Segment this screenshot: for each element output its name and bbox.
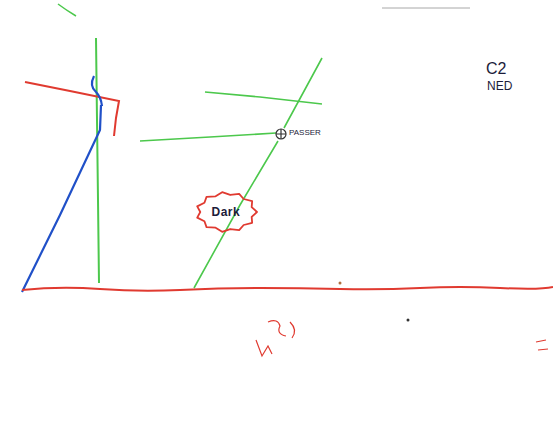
cloud-outline [197, 192, 257, 232]
dot [407, 319, 410, 322]
sketch-label: C2 [486, 60, 506, 78]
sketch-label: PASSER [289, 129, 321, 138]
red-line [25, 82, 119, 136]
note-text: Dark [212, 205, 241, 219]
cloud-note: Dark [196, 192, 257, 232]
green-line [140, 133, 276, 141]
dot [339, 282, 342, 285]
blue-hook [92, 76, 102, 106]
passer-symbol [276, 129, 286, 139]
green-diagonal-line [194, 58, 322, 288]
faint-top-line [382, 8, 470, 9]
red-scribble [256, 321, 295, 356]
passer-symbol [276, 129, 286, 139]
green-vertical-line [96, 38, 99, 283]
green-line [205, 92, 322, 104]
red-ground-line [22, 287, 553, 291]
blue-line [22, 105, 101, 292]
sketch-label: NED [487, 80, 512, 93]
green-mark [58, 4, 76, 16]
red-marks [536, 340, 548, 350]
